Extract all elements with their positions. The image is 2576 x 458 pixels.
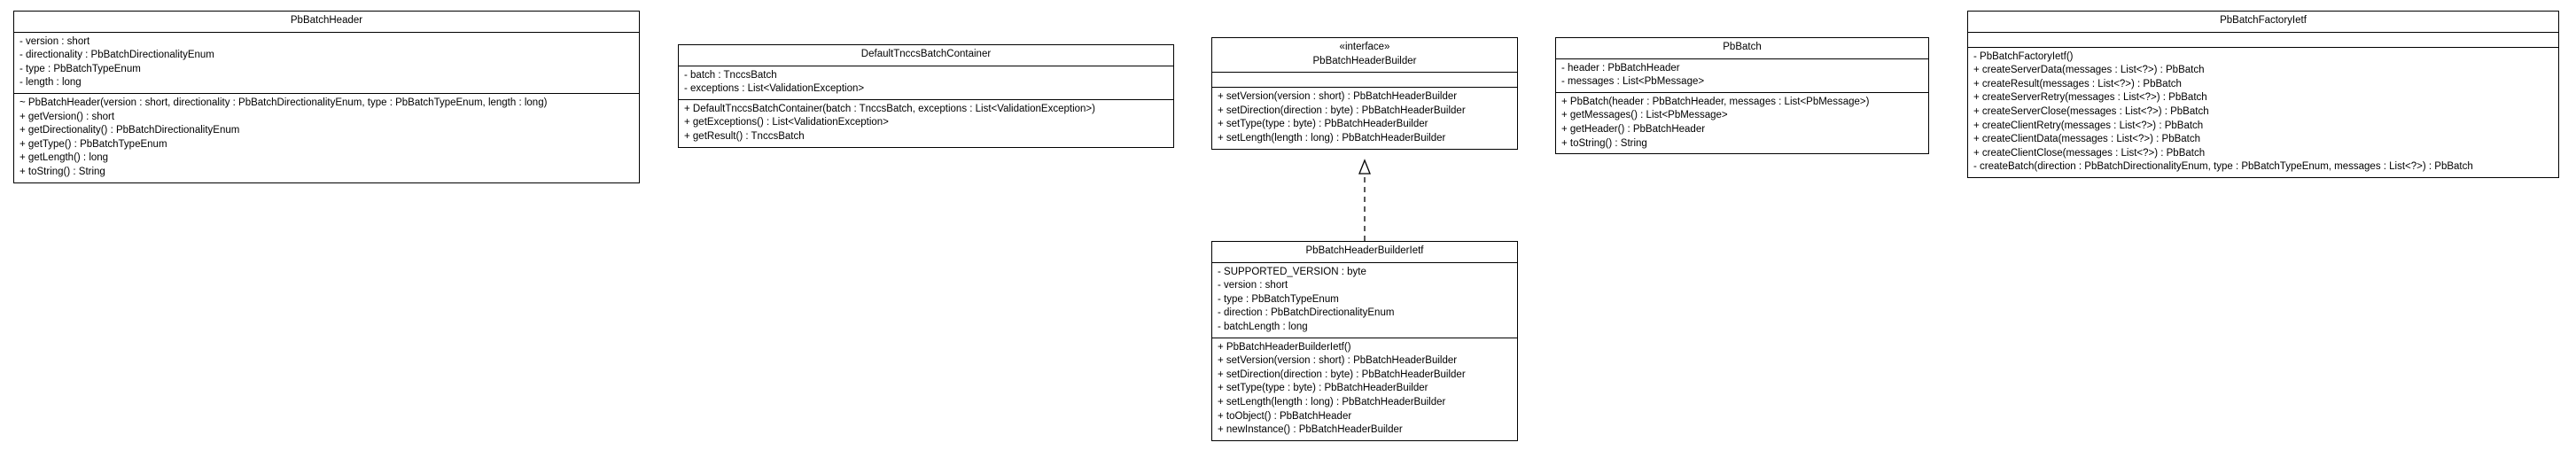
operation: + setLength(length : long) : PbBatchHead… (1218, 132, 1446, 144)
attribute: - messages : List<PbMessage> (1561, 76, 1705, 88)
class-name: PbBatchFactoryIetf (2220, 15, 2307, 26)
operation: + createResult(messages : List<?>) : PbB… (1973, 78, 2182, 89)
class-header: «interface» PbBatchHeaderBuilder (1212, 38, 1517, 74)
class-name: PbBatchHeaderBuilder (1312, 55, 1417, 66)
attribute: - directionality : PbBatchDirectionality… (19, 50, 214, 61)
operation: + toString() : String (19, 166, 105, 177)
operation: + createClientRetry(messages : List<?>) … (1973, 120, 2204, 131)
class-name: PbBatchHeader (290, 15, 363, 26)
attribute: - version : short (19, 35, 90, 47)
stereotype-label: «interface» (1339, 42, 1390, 52)
operations-section: - PbBatchFactoryIetf() + createServerDat… (1968, 46, 2558, 177)
operation: + PbBatch(header : PbBatchHeader, messag… (1561, 96, 1870, 107)
operation: + setVersion(version : short) : PbBatchH… (1218, 355, 1458, 367)
operation: + setType(type : byte) : PbBatchHeaderBu… (1218, 119, 1428, 130)
operation: + getType() : PbBatchTypeEnum (19, 138, 167, 150)
operation: + createServerRetry(messages : List<?>) … (1973, 92, 2207, 104)
operation: + DefaultTnccsBatchContainer(batch : Tnc… (684, 103, 1095, 114)
attribute: - type : PbBatchTypeEnum (19, 63, 141, 74)
class-name: PbBatchHeaderBuilderIetf (1305, 245, 1424, 256)
attributes-section: - version : short - directionality : PbB… (14, 33, 639, 93)
operation: + setType(type : byte) : PbBatchHeaderBu… (1218, 383, 1428, 394)
attribute: - type : PbBatchTypeEnum (1218, 293, 1339, 305)
operation: + getMessages() : List<PbMessage> (1561, 110, 1728, 121)
operation: + getLength() : long (19, 152, 109, 164)
operation: + PbBatchHeaderBuilderIetf() (1218, 341, 1351, 353)
operations-section: + PbBatch(header : PbBatchHeader, messag… (1556, 91, 1928, 153)
class-name: DefaultTnccsBatchContainer (860, 49, 992, 59)
class-pbbatch: PbBatch - header : PbBatchHeader - messa… (1555, 37, 1929, 155)
operation: + setDirection(direction : byte) : PbBat… (1218, 105, 1466, 116)
class-defaulttnccsbatchcontainer: DefaultTnccsBatchContainer - batch : Tnc… (678, 44, 1174, 148)
attribute: - direction : PbBatchDirectionalityEnum (1218, 307, 1395, 319)
operation: + newInstance() : PbBatchHeaderBuilder (1218, 424, 1403, 436)
operations-section: ~ PbBatchHeader(version : short, directi… (14, 92, 639, 182)
operation: + getResult() : TnccsBatch (684, 130, 805, 142)
operation: + setDirection(direction : byte) : PbBat… (1218, 369, 1466, 380)
operation: + createClientData(messages : List<?>) :… (1973, 134, 2201, 145)
attributes-section: - header : PbBatchHeader - messages : Li… (1556, 59, 1928, 92)
class-pbbatchheader: PbBatchHeader - version : short - direct… (13, 11, 640, 183)
class-header: PbBatch (1556, 38, 1928, 59)
class-header: PbBatchHeaderBuilderIetf (1212, 242, 1517, 263)
attribute: - SUPPORTED_VERSION : byte (1218, 266, 1366, 277)
operation: + getHeader() : PbBatchHeader (1561, 123, 1706, 135)
operation: + setLength(length : long) : PbBatchHead… (1218, 396, 1446, 408)
operation: + createClientClose(messages : List<?>) … (1973, 147, 2206, 159)
realization-arrowhead (1358, 159, 1371, 175)
operation: + setVersion(version : short) : PbBatchH… (1218, 91, 1458, 103)
operations-section: + PbBatchHeaderBuilderIetf() + setVersio… (1212, 337, 1517, 440)
class-pbbatchfactoryietf: PbBatchFactoryIetf - PbBatchFactoryIetf(… (1967, 11, 2559, 178)
operation: + createServerClose(messages : List<?>) … (1973, 105, 2209, 117)
operation: ~ PbBatchHeader(version : short, directi… (19, 97, 548, 108)
class-pbbatchheaderbuilderietf: PbBatchHeaderBuilderIetf - SUPPORTED_VER… (1211, 241, 1518, 441)
class-name: PbBatch (1723, 42, 1762, 52)
attribute: - header : PbBatchHeader (1561, 62, 1680, 74)
attribute: - version : short (1218, 280, 1288, 291)
attribute: - length : long (19, 77, 82, 89)
attributes-section: - SUPPORTED_VERSION : byte - version : s… (1212, 263, 1517, 338)
operation: + toObject() : PbBatchHeader (1218, 410, 1352, 422)
operation: + createServerData(messages : List<?>) :… (1973, 65, 2205, 76)
operations-section: + setVersion(version : short) : PbBatchH… (1212, 87, 1517, 148)
operation: + getExceptions() : List<ValidationExcep… (684, 117, 889, 128)
operation: + toString() : String (1561, 137, 1647, 149)
class-header: DefaultTnccsBatchContainer (679, 45, 1173, 66)
class-header: PbBatchHeader (14, 12, 639, 33)
operation: - PbBatchFactoryIetf() (1973, 50, 2074, 62)
operation: + getDirectionality() : PbBatchDirection… (19, 125, 240, 136)
operation: + getVersion() : short (19, 111, 115, 122)
attribute: - exceptions : List<ValidationException> (684, 83, 865, 95)
interface-pbbatchheaderbuilder: «interface» PbBatchHeaderBuilder + setVe… (1211, 37, 1518, 150)
operation: - createBatch(direction : PbBatchDirecti… (1973, 161, 2473, 173)
class-header: PbBatchFactoryIetf (1968, 12, 2558, 33)
operations-section: + DefaultTnccsBatchContainer(batch : Tnc… (679, 98, 1173, 147)
attribute: - batchLength : long (1218, 321, 1308, 332)
attributes-section: - batch : TnccsBatch - exceptions : List… (679, 66, 1173, 99)
attribute: - batch : TnccsBatch (684, 69, 777, 81)
